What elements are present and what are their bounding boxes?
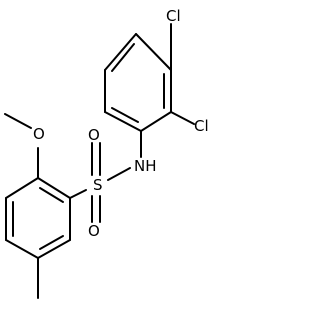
atom-cl-top: Cl [166, 7, 181, 25]
chemical-structure: Cl Cl NH S O O O [4, 7, 209, 299]
atom-cl-right: Cl [194, 117, 209, 135]
dichlorophenyl-ring [104, 33, 172, 132]
bond-n-s [107, 167, 131, 181]
methoxy-methylphenyl-ring [5, 177, 71, 259]
bond-s-ring [69, 189, 87, 199]
atom-o-bottom: O [88, 222, 100, 240]
bond-o-methyl [4, 113, 32, 129]
bond-cl-right [170, 111, 195, 125]
atom-o-top: O [88, 126, 100, 144]
atom-s: S [93, 176, 103, 194]
atom-o-methoxy: O [33, 125, 45, 143]
atom-nh: NH [134, 157, 157, 175]
